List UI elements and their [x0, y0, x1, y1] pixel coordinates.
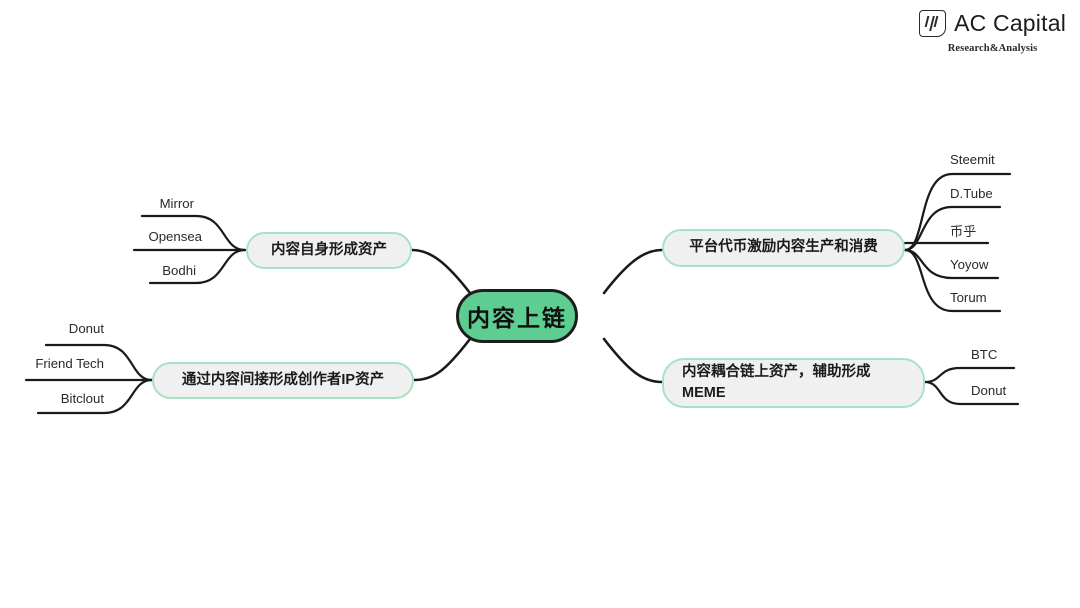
root-node-label: 内容上链	[467, 305, 567, 331]
leaf-btc[interactable]: BTC	[971, 347, 998, 362]
leaf-donut-right[interactable]: Donut	[971, 383, 1007, 398]
leaf-steemit[interactable]: Steemit	[950, 152, 995, 167]
branch-node-label: 内容自身形成资产	[271, 241, 387, 258]
link-root-to-creator-ip-asset	[412, 337, 472, 382]
ac-logo-icon	[919, 10, 947, 37]
leaf-bodhi[interactable]: Bodhi	[162, 263, 196, 278]
branch-node-label: 平台代币激励内容生产和消费	[689, 239, 878, 256]
leaf-torum[interactable]: Torum	[950, 290, 987, 305]
leaf-opensea[interactable]: Opensea	[148, 229, 202, 244]
leaf-friend-tech[interactable]: Friend Tech	[35, 356, 104, 371]
leaf-mirror[interactable]: Mirror	[159, 196, 194, 211]
branch-node-creator-ip-asset[interactable]: 通过内容间接形成创作者IP资产	[152, 362, 414, 399]
branch-node-platform-token[interactable]: 平台代币激励内容生产和消费	[662, 229, 905, 267]
link-leaf-btc	[923, 366, 1016, 384]
leaf-donut-left[interactable]: Donut	[68, 321, 104, 336]
link-root-to-content-meme	[602, 337, 664, 384]
brand-tagline: Research&Analysis	[947, 43, 1038, 54]
leaf-bitclout[interactable]: Bitclout	[60, 391, 104, 406]
root-node[interactable]: 内容上链	[456, 289, 578, 343]
leaf-bihu[interactable]: 币乎	[950, 224, 977, 239]
brand-name: AC Capital	[954, 10, 1066, 36]
link-root-to-content-self-asset	[410, 248, 472, 295]
link-root-to-platform-token	[602, 248, 664, 295]
branch-node-label: 内容耦合链上资产，辅助形成 MEME	[682, 363, 871, 401]
leaf-dtube[interactable]: D.Tube	[950, 186, 993, 201]
brand-logo: AC Capital Research&Analysis	[919, 10, 1066, 54]
leaf-yoyow[interactable]: Yoyow	[950, 257, 989, 272]
branch-node-content-meme[interactable]: 内容耦合链上资产，辅助形成 MEME	[662, 358, 925, 408]
branch-node-content-self-asset[interactable]: 内容自身形成资产	[246, 232, 412, 269]
branch-node-label: 通过内容间接形成创作者IP资产	[181, 371, 385, 388]
